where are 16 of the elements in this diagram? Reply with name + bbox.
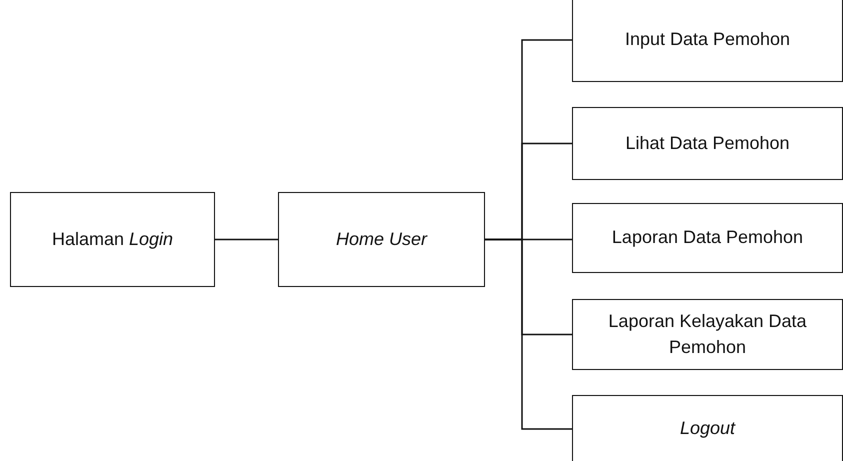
connector-line [215, 238, 278, 240]
box-label: Input Data Pemohon [624, 28, 792, 52]
box-label: Home User [334, 228, 428, 251]
page-box [278, 192, 485, 287]
menu-box [572, 299, 843, 370]
menu-box [572, 0, 843, 82]
box-label: Lihat Data Pemohon [624, 132, 791, 155]
menu-box [572, 107, 843, 180]
page-box [10, 192, 215, 287]
box-label: Laporan Kelayakan Data Pemohon [607, 310, 808, 358]
box-label: Laporan Data Pemohon [610, 226, 804, 250]
menu-box [572, 395, 843, 461]
menu-box [572, 203, 843, 273]
box-label: Halaman Login [50, 228, 174, 251]
box-label: Logout [678, 417, 736, 440]
connector-line [485, 238, 572, 430]
